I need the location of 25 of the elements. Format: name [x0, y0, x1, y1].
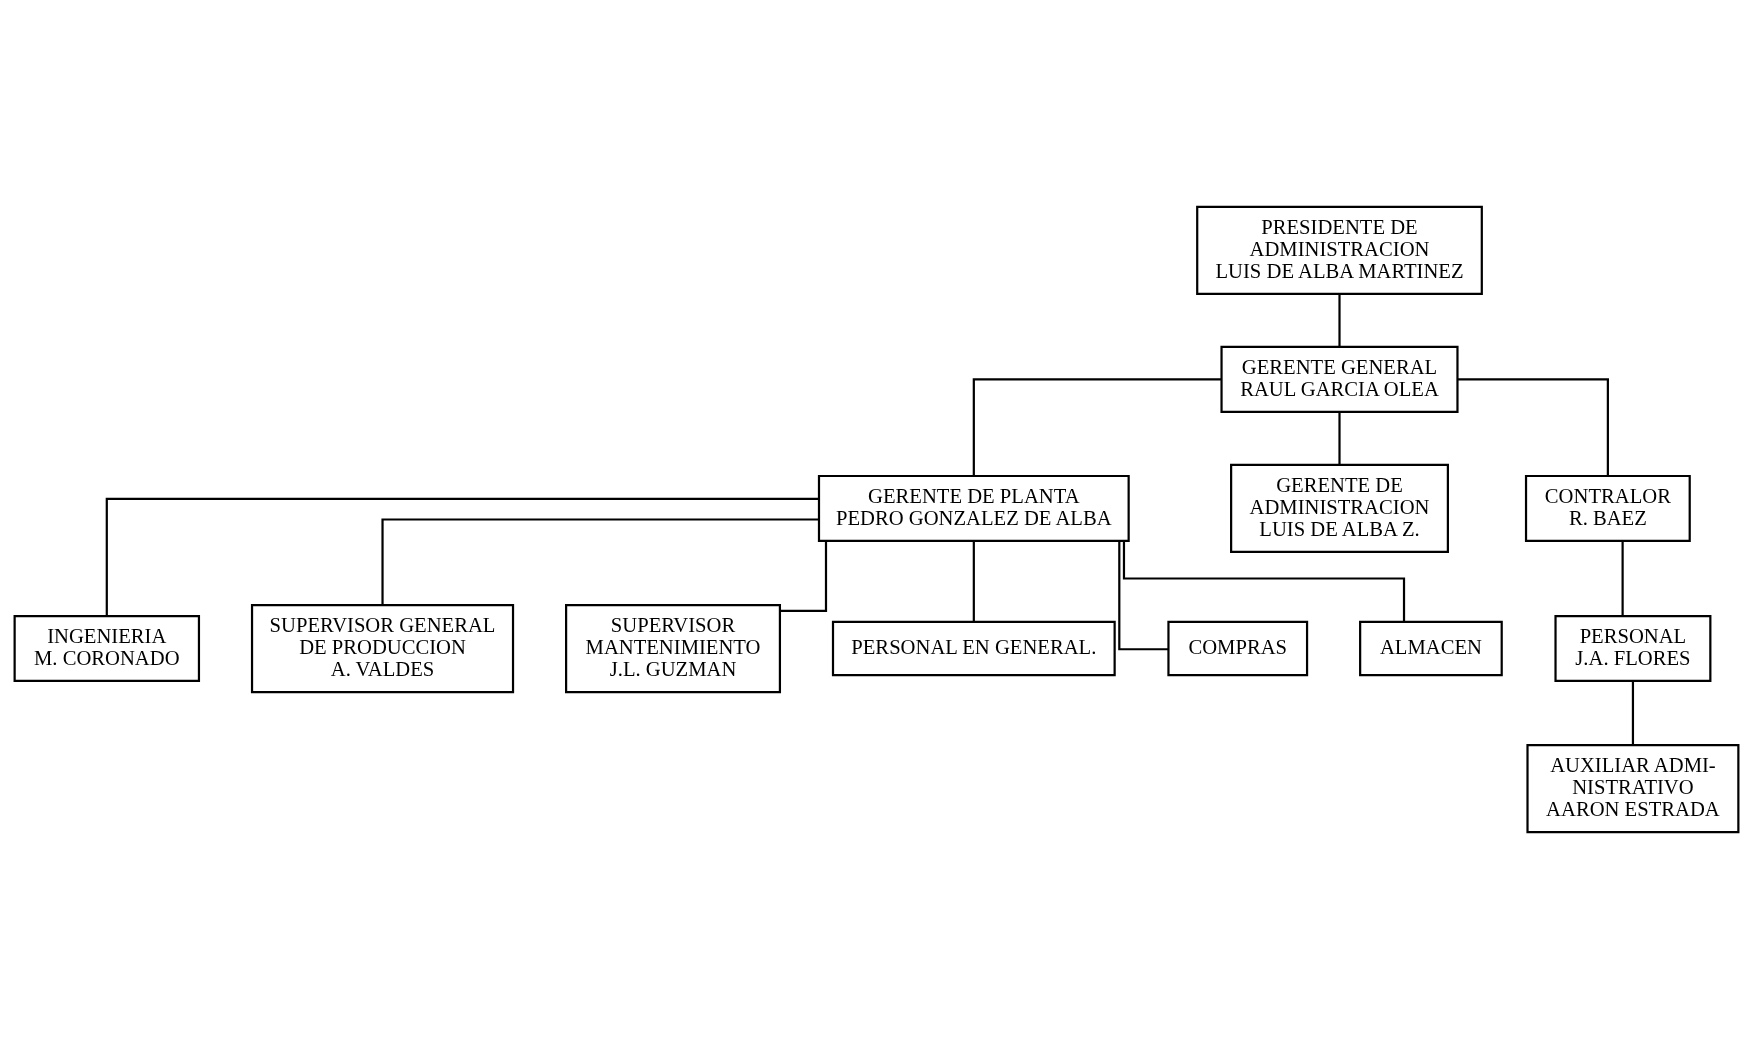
node-box: ALMACEN: [1359, 620, 1503, 676]
node-box: COMPRAS: [1167, 620, 1309, 676]
node-box: PRESIDENTE DE ADMINISTRACION LUIS DE ALBA MARTINEZ: [1196, 205, 1483, 295]
node-box: CONTRALOR R. BAEZ: [1524, 474, 1691, 542]
connector: [1631, 680, 1635, 745]
connector: [1621, 540, 1624, 616]
node-box: GERENTE GENERAL RAUL GARCIA OLEA: [1220, 345, 1459, 413]
connector: [1338, 293, 1341, 347]
connector: [105, 497, 819, 616]
connector: [381, 517, 819, 605]
connector: [972, 377, 1222, 476]
connector: [1122, 540, 1406, 622]
node-box: PERSONAL EN GENERAL.: [831, 620, 1116, 676]
connector: [1118, 540, 1169, 650]
node-box: GERENTE DE PLANTA PEDRO GONZALEZ DE ALBA: [817, 474, 1130, 542]
node-box: GERENTE DE ADMINISTRACION LUIS DE ALBA Z.: [1230, 463, 1449, 553]
node-box: PERSONAL J.A. FLORES: [1554, 614, 1712, 682]
node-box: AUXILIAR ADMI- NISTRATIVO AARON ESTRADA: [1526, 743, 1740, 833]
node-box: SUPERVISOR GENERAL DE PRODUCCION A. VALDES: [250, 603, 515, 693]
connector: [972, 540, 975, 622]
connector: [780, 540, 828, 612]
connector: [1457, 377, 1609, 476]
node-box: INGENIERIA M. CORONADO: [13, 614, 201, 682]
node-box: SUPERVISOR MANTENIMIENTO J.L. GUZMAN: [565, 603, 782, 693]
connector: [1338, 411, 1341, 465]
